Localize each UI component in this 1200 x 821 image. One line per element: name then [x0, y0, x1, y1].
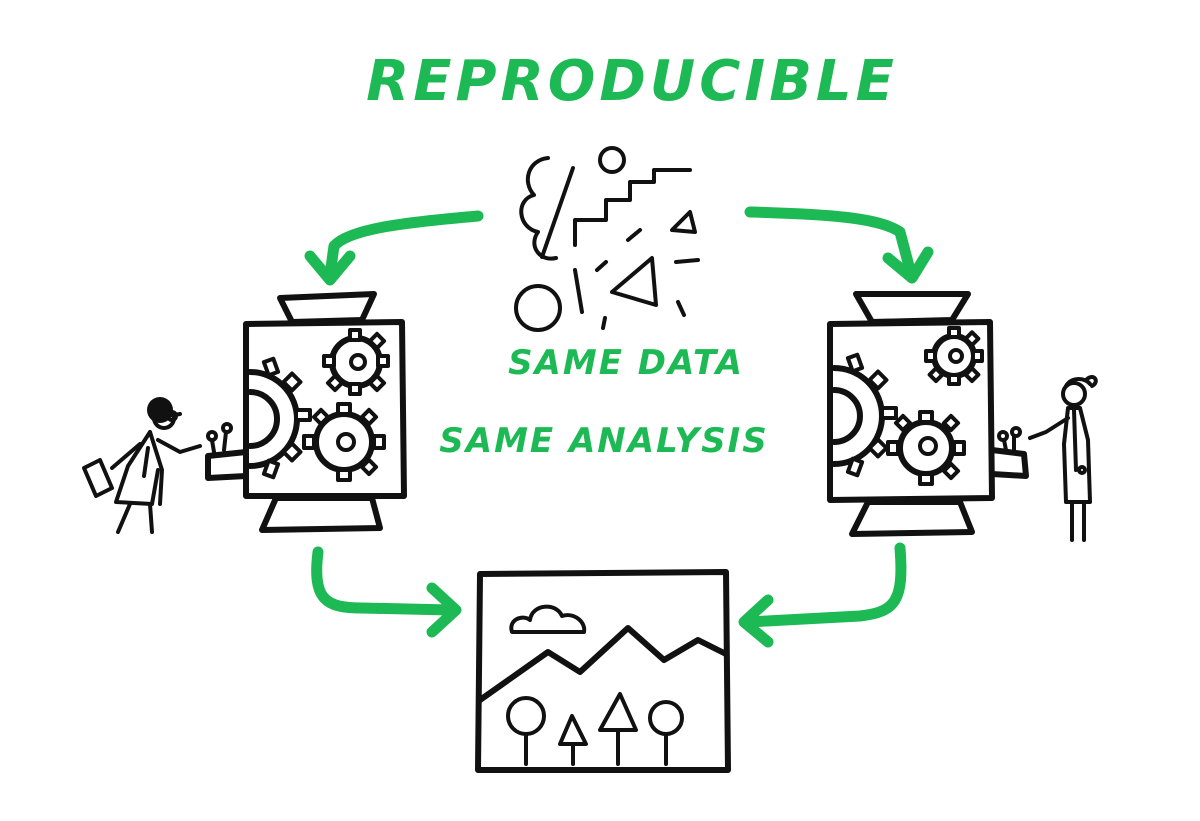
data-shapes-icon: [514, 146, 700, 332]
same-data-label: SAME DATA: [508, 343, 744, 383]
diagram-title: REPRODUCIBLE: [366, 49, 898, 114]
analysis-machine-right: [827, 291, 1029, 537]
arrow-data-to-left-machine: [304, 210, 484, 286]
landscape-picture-icon: [475, 569, 731, 773]
scientist-figure-icon: [82, 397, 202, 534]
arrow-data-to-right-machine: [744, 206, 934, 284]
arrow-right-machine-to-result: [738, 542, 907, 648]
gear-icon: [886, 410, 966, 486]
gear-icon: [831, 352, 898, 478]
gear-icon: [924, 326, 984, 386]
gear-icon: [247, 356, 312, 480]
gear-icon: [322, 328, 390, 396]
same-analysis-label: SAME ANALYSIS: [439, 421, 768, 461]
analysis-machine-left: [205, 291, 407, 533]
scientist-figure-icon: [1028, 375, 1098, 542]
arrow-left-machine-to-result: [311, 546, 462, 638]
gear-icon: [302, 402, 386, 482]
